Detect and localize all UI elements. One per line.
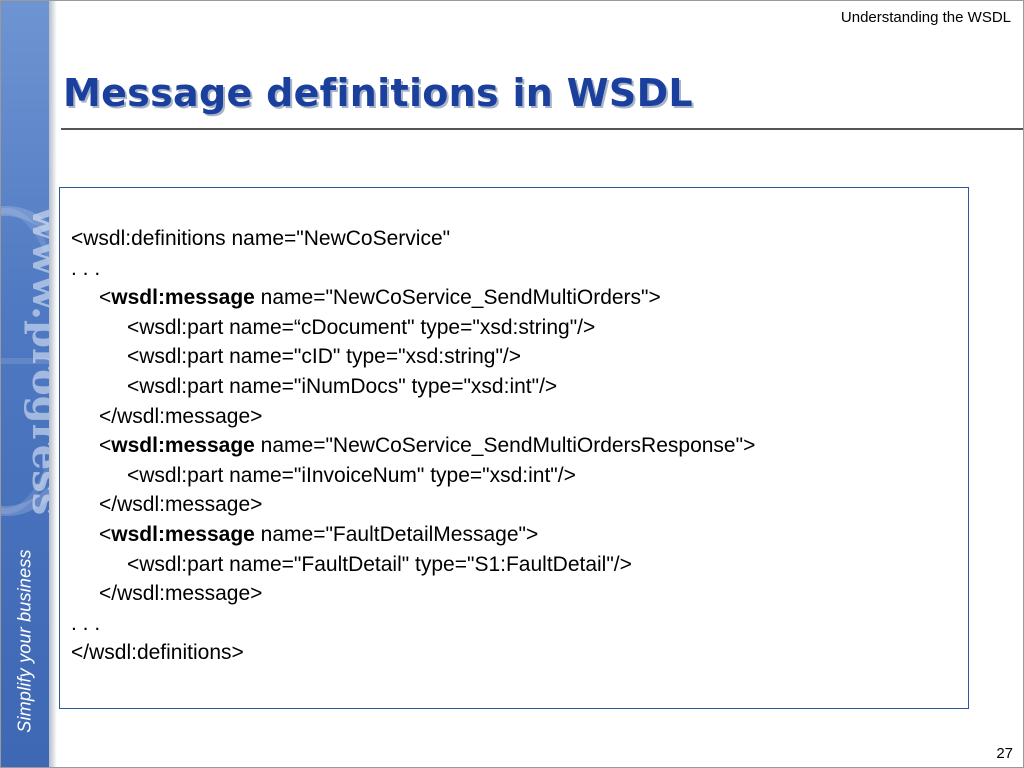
slide-title: Message definitions in WSDL [63,71,693,115]
code-line-pre: . . . [71,256,101,280]
code-box: <wsdl:definitions name="NewCoService" . .… [59,187,969,709]
code-line: . . . [71,609,755,639]
code-line-post: name="NewCoService_SendMultiOrdersRespon… [254,434,756,458]
code-line: </wsdl:message> [71,579,755,609]
code-line-pre: </wsdl:message> [99,582,263,606]
title-divider [61,128,1023,130]
watermark-text: www.progress [23,206,49,515]
code-lines: <wsdl:definitions name="NewCoService" . .… [71,224,755,668]
code-line: . . . [71,254,755,284]
code-line-pre: < [99,522,112,546]
code-line-pre: . . . [71,611,101,635]
header-text: Understanding the WSDL [840,9,1011,26]
code-line-pre: <wsdl:part name="cID" type="xsd:string"/… [127,345,521,369]
code-line: <wsdl:part name="iNumDocs" type="xsd:int… [71,372,755,402]
code-line-pre: <wsdl:part name="iNumDocs" type="xsd:int… [127,374,558,398]
globe-watermark-icon: www.progress [1,206,49,516]
page-number: 27 [996,745,1013,762]
code-line: <wsdl:message name="NewCoService_SendMul… [71,283,755,313]
code-line-pre: < [99,434,112,458]
code-line: <wsdl:message name="FaultDetailMessage"> [71,520,755,550]
sidebar-shadow [49,1,57,767]
code-line: <wsdl:part name="iInvoiceNum" type="xsd:… [71,461,755,491]
code-line-post: name="NewCoService_SendMultiOrders"> [254,286,661,310]
code-line-pre: <wsdl:part name="iInvoiceNum" type="xsd:… [127,463,576,487]
code-line-pre: < [99,286,112,310]
code-line-bold: wsdl:message [111,286,255,310]
code-line-pre: <wsdl:part name="FaultDetail" type="S1:F… [127,552,632,576]
code-line: </wsdl:message> [71,490,755,520]
code-line-bold: wsdl:message [111,522,255,546]
code-line-pre: </wsdl:definitions> [71,641,244,665]
code-line-pre: </wsdl:message> [99,493,263,517]
code-line: <wsdl:part name="cID" type="xsd:string"/… [71,342,755,372]
code-line: </wsdl:definitions> [71,638,755,668]
code-line-pre: <wsdl:part name=“cDocument" type="xsd:st… [127,315,596,339]
code-line: <wsdl:part name=“cDocument" type="xsd:st… [71,313,755,343]
code-line: <wsdl:message name="NewCoService_SendMul… [71,431,755,461]
code-line-pre: <wsdl:definitions name="NewCoService" [71,227,451,250]
code-line: <wsdl:part name="FaultDetail" type="S1:F… [71,550,755,580]
sidebar-tagline: Simplify your business [14,549,35,733]
sidebar-band: www.progress Simplify your business [1,1,49,767]
code-line-pre: </wsdl:message> [99,404,263,428]
code-line: <wsdl:definitions name="NewCoService" [71,224,755,254]
code-line: </wsdl:message> [71,402,755,432]
code-line-post: name="FaultDetailMessage"> [254,522,539,546]
code-line-bold: wsdl:message [111,434,255,458]
